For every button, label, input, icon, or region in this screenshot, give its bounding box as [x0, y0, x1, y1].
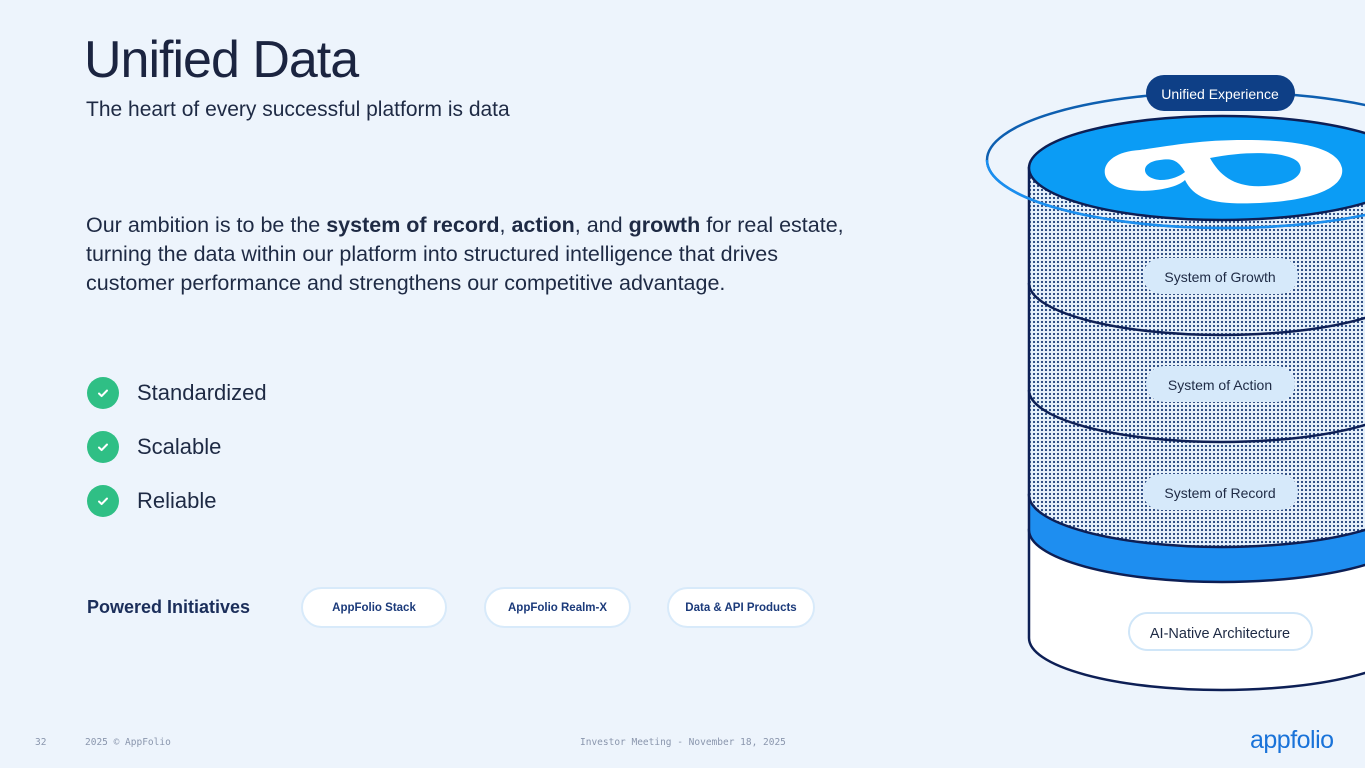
check-label: Reliable [137, 488, 217, 513]
powered-initiatives-label: Powered Initiatives [87, 597, 251, 617]
check-icon [87, 377, 119, 409]
page-subtitle: The heart of every successful platform i… [86, 98, 510, 121]
page-title: Unified Data [84, 31, 359, 89]
text: , and [574, 213, 629, 237]
layer-label: System of Growth [1164, 269, 1275, 285]
ambition-statement: Our ambition is to be the system of reco… [86, 211, 856, 298]
bold-text: action [511, 213, 575, 237]
appfolio-logo: appfolio [1250, 726, 1334, 754]
check-item: Scalable [87, 420, 267, 474]
page-number: 32 [35, 737, 47, 748]
unified-experience-label: Unified Experience [1161, 86, 1279, 102]
copyright: 2025 © AppFolio [85, 737, 171, 748]
text: Our ambition is to be the [86, 213, 327, 237]
text: for real estate, turning the data within… [86, 213, 844, 295]
layer-label: System of Action [1168, 377, 1272, 393]
text: , [499, 213, 512, 237]
checklist: Standardized Scalable Reliable [87, 366, 267, 528]
check-icon [87, 431, 119, 463]
check-label: Standardized [137, 380, 267, 405]
bold-text: growth [628, 213, 701, 237]
layer-label: System of Record [1164, 485, 1275, 501]
event-label: Investor Meeting - November 18, 2025 [580, 737, 786, 748]
initiative-pill: Data & API Products [667, 587, 815, 628]
check-item: Standardized [87, 366, 267, 420]
appfolio-logo-icon [1104, 140, 1343, 204]
initiative-pill: AppFolio Realm-X [484, 587, 631, 628]
check-icon [87, 485, 119, 517]
bold-text: system of record [326, 213, 500, 237]
check-label: Scalable [137, 434, 222, 459]
base-label: AI-Native Architecture [1150, 626, 1290, 642]
initiative-pill: AppFolio Stack [301, 587, 447, 628]
check-item: Reliable [87, 474, 267, 528]
